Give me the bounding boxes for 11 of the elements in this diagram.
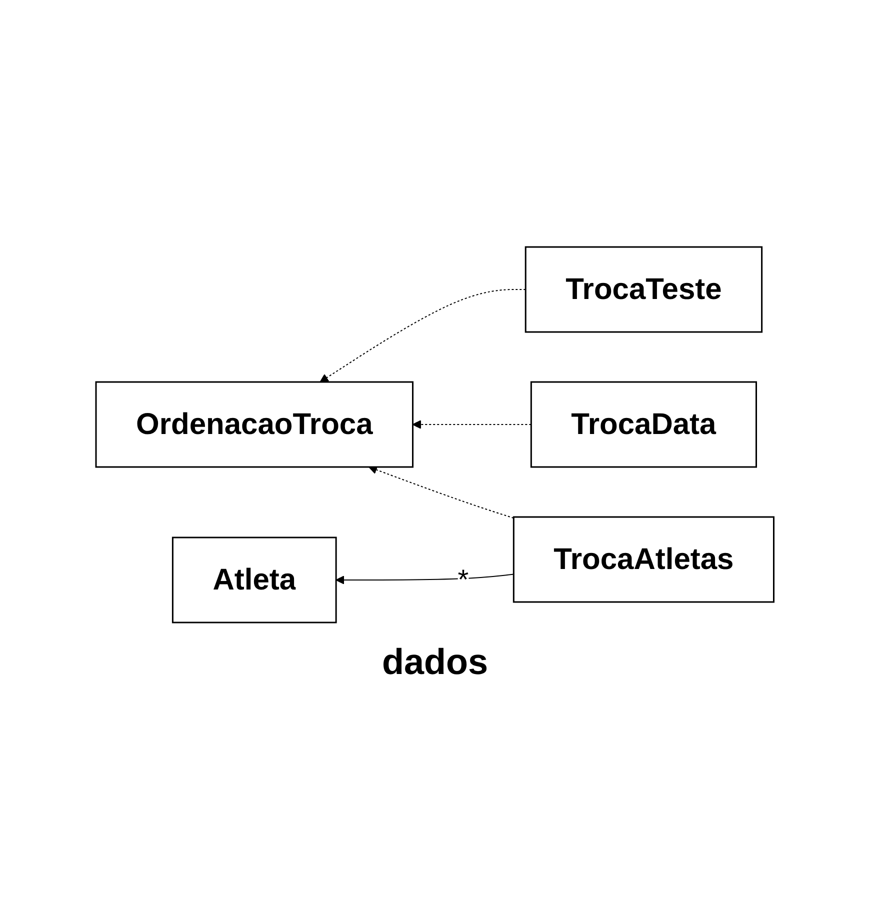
- arrow: [336, 574, 514, 585]
- arrow: [368, 466, 514, 519]
- role-label: dados: [382, 640, 488, 683]
- node-box: TrocaData: [530, 382, 758, 468]
- node-box: Atleta: [172, 537, 337, 624]
- edge-label: *: [458, 564, 469, 596]
- node-box: TrocaTeste: [525, 246, 763, 333]
- node-box: OrdenacaoTroca: [95, 382, 414, 468]
- arrow: [320, 289, 526, 383]
- arrow: [412, 420, 532, 430]
- node-box: TrocaAtletas: [513, 516, 775, 603]
